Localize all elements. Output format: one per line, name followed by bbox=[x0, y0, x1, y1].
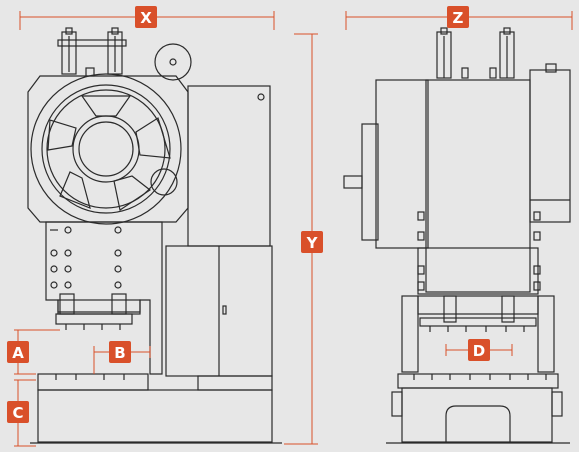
dimension-d-text: D bbox=[473, 342, 485, 360]
dimension-label-b: B bbox=[109, 341, 131, 363]
front-ram bbox=[55, 293, 133, 330]
dimension-z-text: Z bbox=[453, 9, 464, 27]
side-top-columns bbox=[436, 27, 515, 79]
dimension-label-a: A bbox=[7, 341, 29, 363]
dimension-c-text: C bbox=[12, 404, 23, 422]
side-base-opening bbox=[445, 405, 511, 442]
flywheel bbox=[30, 73, 182, 225]
side-bolts bbox=[417, 211, 541, 291]
dimension-label-c: C bbox=[7, 401, 29, 423]
side-motor-shaft bbox=[343, 175, 363, 189]
front-bolster bbox=[37, 373, 149, 391]
dimension-b-text: B bbox=[114, 344, 125, 362]
side-base bbox=[401, 387, 553, 443]
side-view bbox=[343, 27, 571, 444]
dimension-label-z: Z bbox=[447, 6, 469, 28]
side-bolster bbox=[397, 373, 559, 389]
dimension-label-d: D bbox=[468, 339, 490, 361]
dimension-label-x: X bbox=[135, 6, 157, 28]
side-column-lower bbox=[417, 247, 539, 295]
dimension-a-text: A bbox=[12, 344, 24, 362]
front-c-frame bbox=[45, 221, 163, 375]
front-cabinet bbox=[165, 245, 273, 391]
front-top-columns bbox=[57, 27, 127, 77]
front-view bbox=[27, 27, 282, 444]
front-side-hub bbox=[150, 168, 178, 196]
side-motor bbox=[375, 79, 429, 249]
front-head-body bbox=[187, 85, 271, 247]
dimension-x-text: X bbox=[140, 9, 152, 27]
front-base bbox=[37, 389, 273, 443]
side-right-housing bbox=[529, 69, 571, 223]
front-head-bolt bbox=[257, 93, 265, 101]
side-main-column bbox=[425, 79, 531, 293]
front-frame-bolts bbox=[50, 226, 122, 289]
side-frame bbox=[401, 295, 555, 373]
front-top-pulley bbox=[154, 43, 192, 81]
dimension-y-text: Y bbox=[306, 234, 319, 252]
dimension-label-y: Y bbox=[301, 231, 323, 253]
